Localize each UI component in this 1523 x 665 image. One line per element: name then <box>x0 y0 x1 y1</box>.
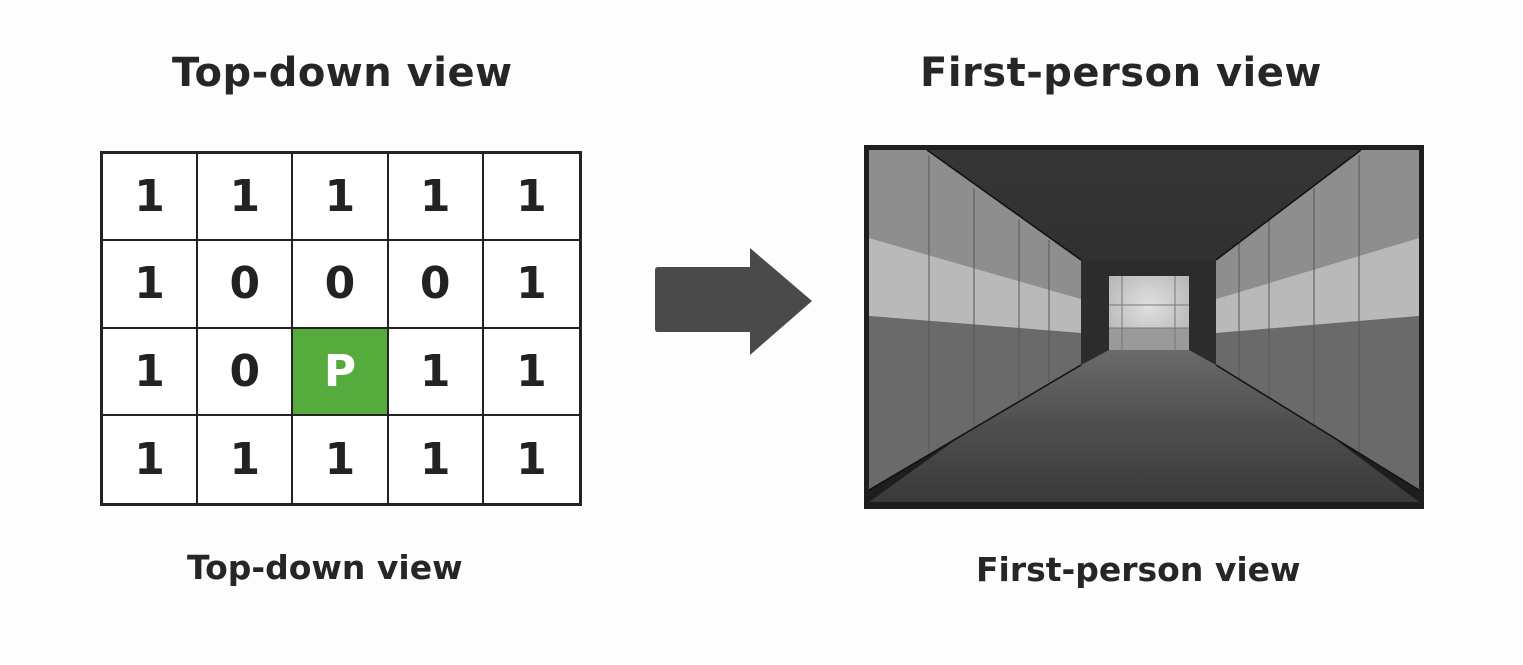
empty-cell: 0 <box>198 241 294 329</box>
empty-cell: 0 <box>198 328 294 416</box>
top-down-title: Top-down view <box>172 50 513 96</box>
first-person-title: First-person view <box>920 50 1322 96</box>
first-person-caption: First-person view <box>976 550 1301 589</box>
player-cell: P <box>293 328 389 416</box>
wall-cell: 1 <box>293 154 389 242</box>
floor <box>869 350 1419 502</box>
left-wall-seams <box>928 155 1050 452</box>
wall-cell: 1 <box>483 154 579 242</box>
wall-cell: 1 <box>103 154 199 242</box>
wall-cell: 1 <box>388 415 484 503</box>
wall-cell: 1 <box>103 241 199 329</box>
left-wall-light-band <box>869 238 1081 333</box>
empty-cell: 0 <box>293 241 389 329</box>
top-down-caption: Top-down view <box>187 548 463 587</box>
far-wall-lower <box>1109 328 1189 350</box>
right-wall-lower <box>1216 316 1419 490</box>
wall-cell: 1 <box>103 328 199 416</box>
right-wall-upper <box>1216 150 1419 299</box>
corridor-edges <box>868 149 1420 491</box>
left-wall-lower <box>869 316 1081 490</box>
far-wall-seams <box>1109 276 1189 350</box>
inner-left-wall <box>1081 260 1109 365</box>
empty-cell: 0 <box>388 241 484 329</box>
right-wall-seams <box>1238 155 1360 452</box>
wall-cell: 1 <box>293 415 389 503</box>
wall-cell: 1 <box>483 328 579 416</box>
wall-cell: 1 <box>198 415 294 503</box>
left-wall-upper <box>869 150 1081 299</box>
wall-cell: 1 <box>483 415 579 503</box>
first-person-view-panel <box>864 145 1424 509</box>
wall-cell: 1 <box>483 241 579 329</box>
wall-cell: 1 <box>103 415 199 503</box>
right-arrow-icon <box>655 248 812 355</box>
right-wall-light-band <box>1216 238 1419 333</box>
wall-cell: 1 <box>198 154 294 242</box>
arrow-shape <box>655 248 812 355</box>
wall-cell: 1 <box>388 328 484 416</box>
ceiling-panel <box>924 150 1364 260</box>
wall-cell: 1 <box>388 154 484 242</box>
inner-right-wall <box>1189 260 1216 365</box>
